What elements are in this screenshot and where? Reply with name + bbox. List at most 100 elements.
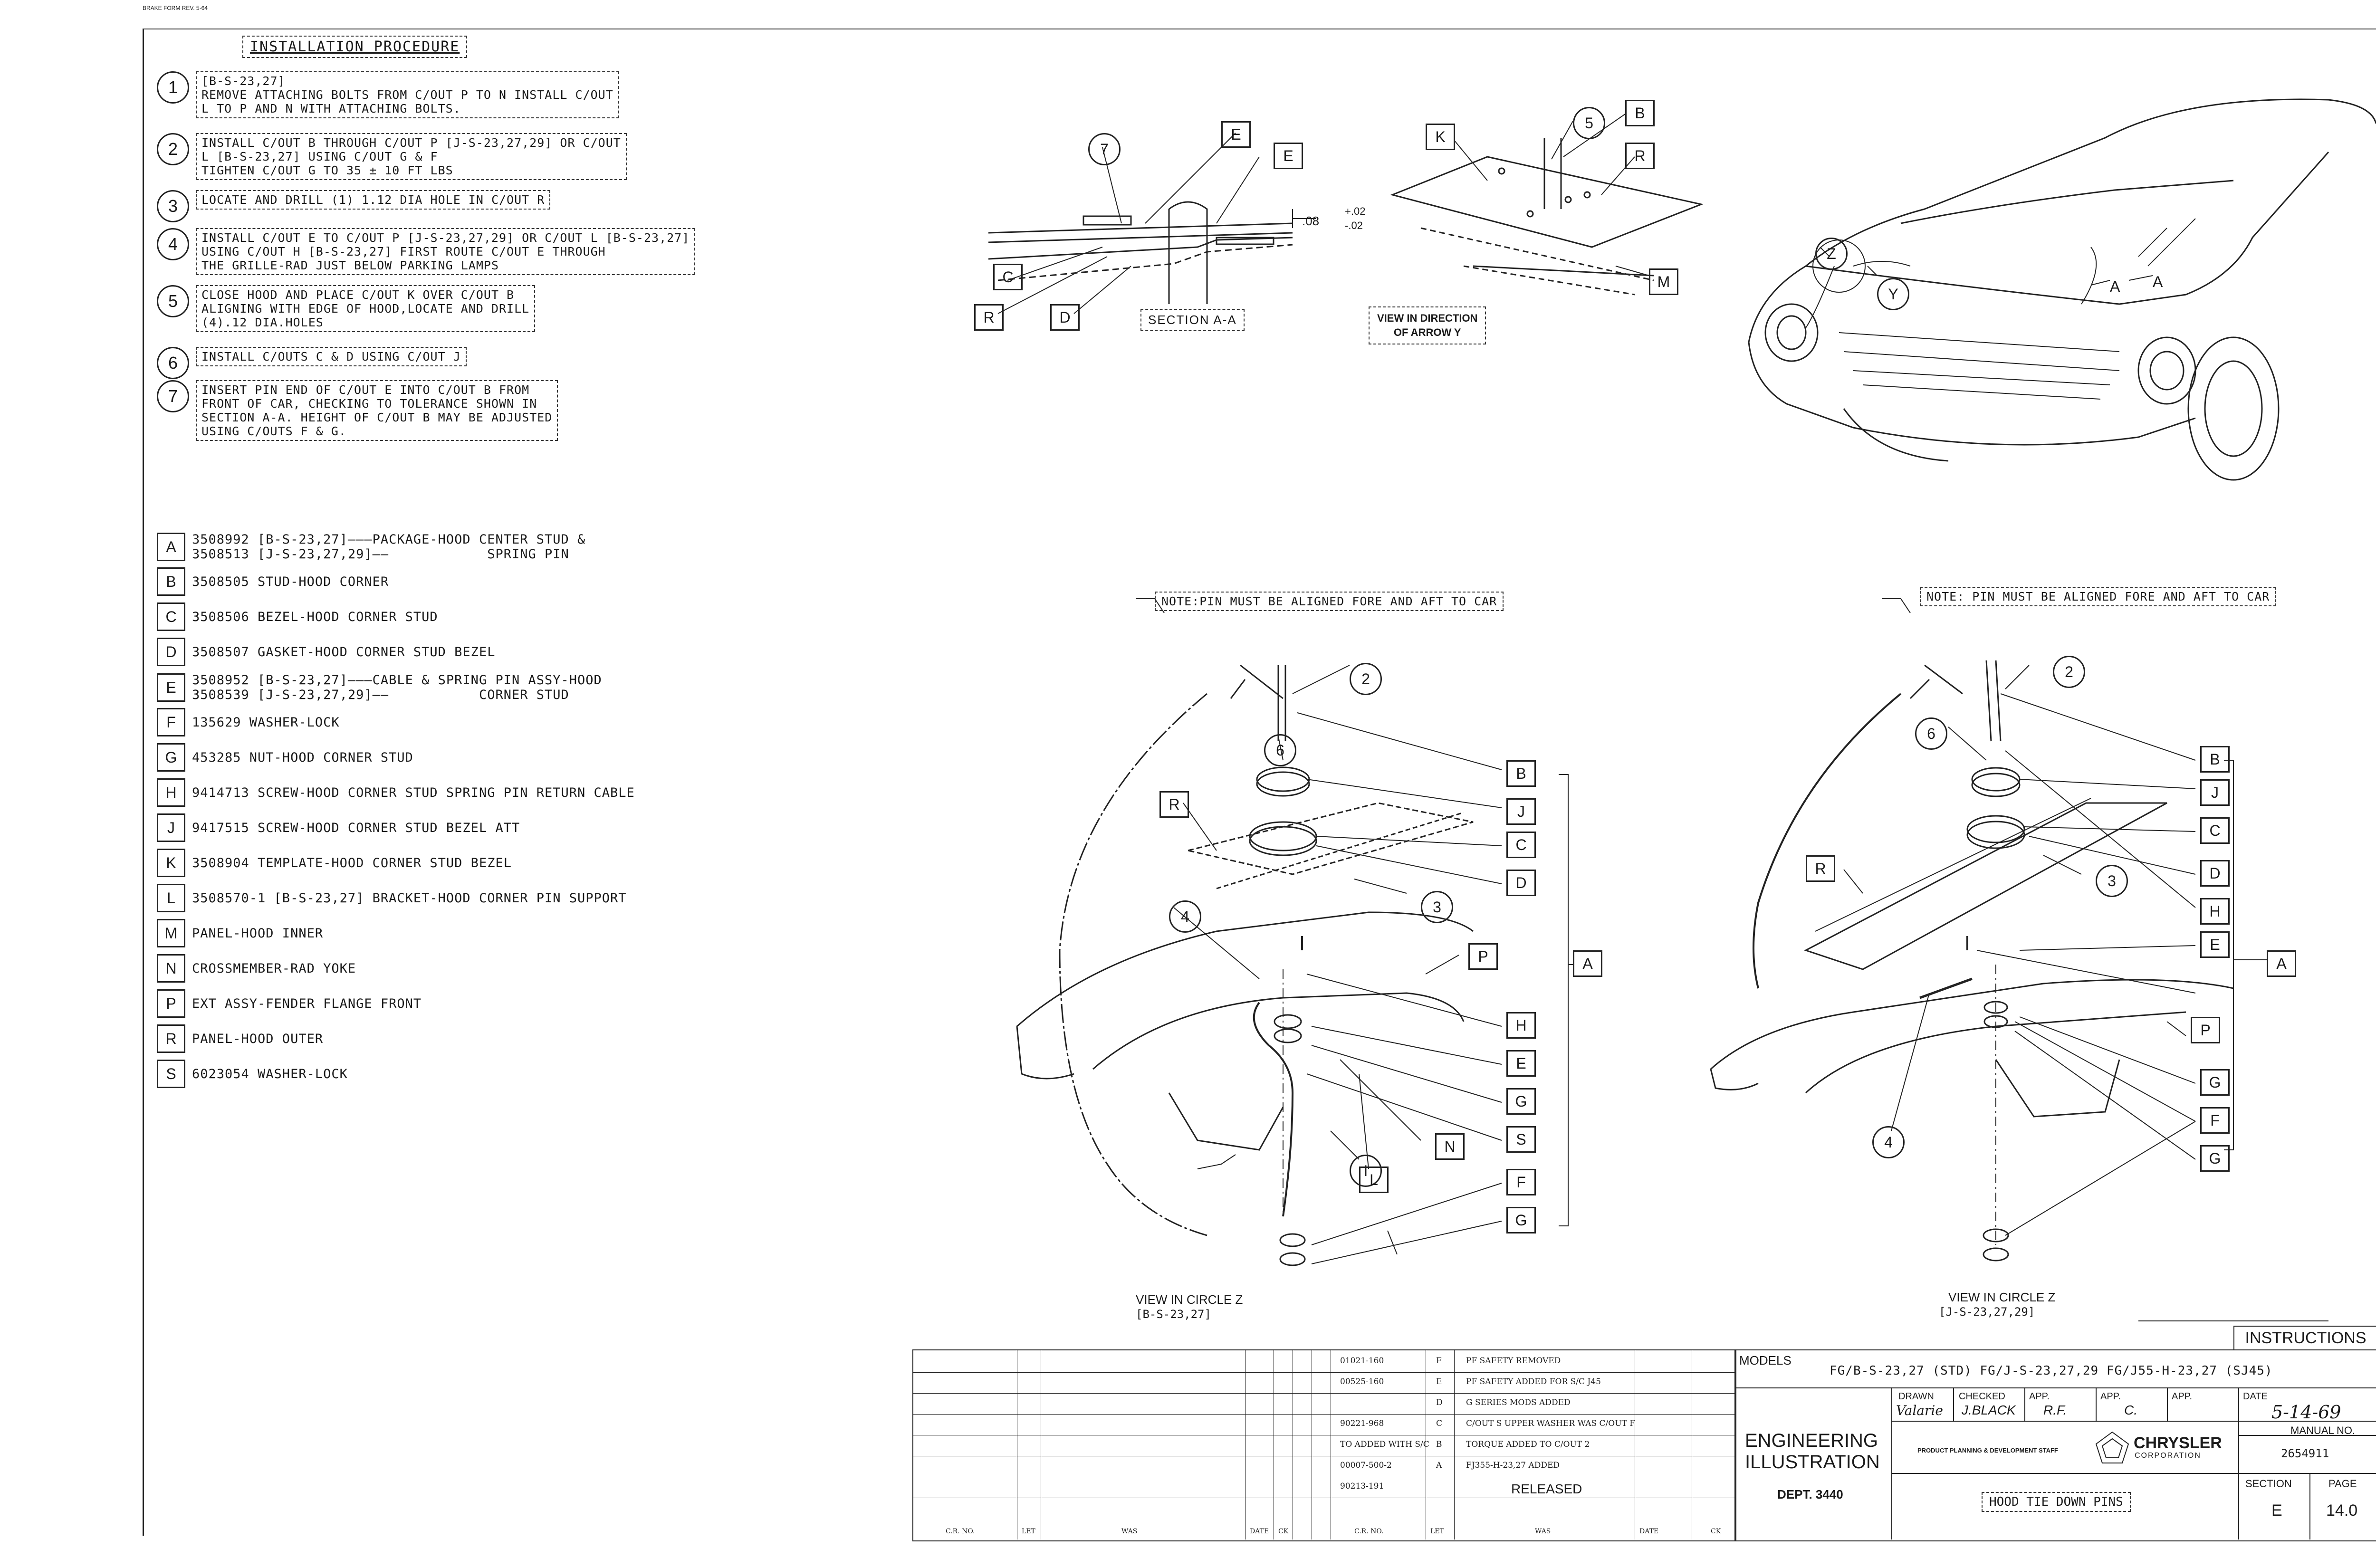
callout-r: R [1625, 143, 1655, 169]
step-text: INSERT PIN END OF C/OUT E INTO C/OUT B F… [196, 380, 558, 441]
part-code: R [157, 1024, 185, 1053]
callout-l: L [1359, 1166, 1389, 1193]
part-code: M [157, 919, 185, 947]
section-label: SECTION A-A [1140, 309, 1245, 331]
template-drawing [1390, 138, 1704, 296]
checked-label: CHECKED [1959, 1391, 2005, 1402]
revision-header: C.R. NO. [1354, 1528, 1384, 1535]
revision-header: LET [1022, 1528, 1035, 1535]
form-note: BRAKE FORM REV. 5-64 [143, 5, 208, 11]
callout-7: 7 [1088, 133, 1121, 165]
part-description: 3508904 TEMPLATE-HOOD CORNER STUD BEZEL [192, 855, 512, 870]
callout-m: M [1649, 268, 1678, 295]
callout-r: R [1806, 855, 1835, 882]
drawn-label: DRAWN [1898, 1391, 1934, 1402]
step-number: 6 [157, 347, 189, 379]
circle-view-right: VIEW IN CIRCLE Z [1948, 1290, 2056, 1304]
callout-a: A [2110, 278, 2120, 295]
callout-b: B [2200, 746, 2230, 773]
callout-d: D [2200, 860, 2230, 887]
callout-3: 3 [1421, 891, 1453, 923]
circle-view-left-models: [B-S-23,27] [1136, 1308, 1211, 1321]
callout-b: B [1506, 760, 1536, 787]
callout-5: 5 [1573, 107, 1605, 139]
note-right: NOTE: PIN MUST BE ALIGNED FORE AND AFT T… [1920, 587, 2277, 606]
part-row: M PANEL-HOOD INNER [157, 919, 323, 947]
part-code: J [157, 813, 185, 842]
part-description: PANEL-HOOD OUTER [192, 1031, 324, 1046]
revision-letter: D [1436, 1398, 1443, 1407]
checked-by: J.BLACK [1962, 1403, 2016, 1417]
step-text: CLOSE HOOD AND PLACE C/OUT K OVER C/OUT … [196, 285, 536, 332]
section-label-tb: SECTION [2245, 1478, 2292, 1490]
callout-g: G [1506, 1207, 1536, 1233]
part-description: 135629 WASHER-LOCK [192, 715, 340, 730]
part-row: K 3508904 TEMPLATE-HOOD CORNER STUD BEZEL [157, 849, 512, 877]
step-number: 2 [157, 133, 189, 165]
part-code: N [157, 954, 185, 983]
note-left: NOTE:PIN MUST BE ALIGNED FORE AND AFT TO… [1155, 592, 1504, 611]
callout-g: G [1506, 1088, 1536, 1115]
callout-r: R [974, 304, 1004, 331]
revision-letter: F [1436, 1356, 1442, 1366]
step-number: 1 [157, 71, 189, 104]
callout-h: H [2200, 898, 2230, 925]
revision-header: CK [1711, 1528, 1721, 1535]
revision-letter: A [1436, 1461, 1442, 1470]
callout-p: P [2191, 1017, 2220, 1043]
callout-n: N [1435, 1133, 1465, 1160]
step-number: 4 [157, 228, 189, 260]
callout-6: 6 [1915, 717, 1947, 750]
callout-a: A [2267, 950, 2296, 977]
part-code: S [157, 1060, 185, 1088]
step-text: INSTALL C/OUT E TO C/OUT P [J-S-23,27,29… [196, 228, 696, 275]
procedure-title: INSTALLATION PROCEDURE [242, 36, 468, 58]
arrow-view-label: VIEW IN DIRECTION OF ARROW Y [1369, 306, 1486, 344]
section-a-a-drawing [988, 201, 1316, 304]
step-text: LOCATE AND DRILL (1) 1.12 DIA HOLE IN C/… [196, 190, 551, 210]
revision-cr: TO ADDED WITH S/C [1340, 1440, 1429, 1449]
company-name: CHRYSLER [2134, 1434, 2222, 1452]
callout-6: 6 [1264, 734, 1296, 766]
circle-view-left: VIEW IN CIRCLE Z [1136, 1292, 1243, 1307]
revision-header: DATE [1250, 1528, 1269, 1535]
staff-label: PRODUCT PLANNING & DEVELOPMENT STAFF [1917, 1447, 2058, 1454]
step-text: [B-S-23,27] REMOVE ATTACHING BOLTS FROM … [196, 71, 619, 118]
models-value: FG/B-S-23,27 (STD) FG/J-S-23,27,29 FG/J5… [1830, 1364, 2273, 1378]
part-code: K [157, 849, 185, 877]
part-code: C [157, 602, 185, 631]
part-description: PANEL-HOOD INNER [192, 926, 324, 941]
app-label-2: APP. [2100, 1391, 2121, 1402]
dept-number: DEPT. 3440 [1777, 1487, 1843, 1501]
callout-4: 4 [1872, 1126, 1905, 1158]
manual-label: MANUAL NO. [2290, 1425, 2356, 1436]
part-code: B [157, 567, 185, 596]
dept-title-1: ENGINEERING [1745, 1430, 1878, 1451]
part-code: G [157, 743, 185, 772]
section-value: E [2271, 1501, 2282, 1520]
tolerance-plus: +.02 [1345, 205, 1366, 217]
revision-description: FJ355-H-23,27 ADDED [1466, 1461, 1560, 1470]
date-value: 5-14-69 [2271, 1402, 2341, 1423]
revision-letter: C [1436, 1419, 1443, 1428]
revision-description: RELEASED [1511, 1482, 1582, 1496]
part-code: E [157, 673, 185, 702]
callout-p: P [1468, 943, 1498, 970]
part-code: L [157, 884, 185, 912]
callout-d: D [1506, 870, 1536, 896]
revision-cr: 90213-191 [1340, 1482, 1384, 1491]
models-label: MODELS [1739, 1353, 1792, 1367]
callout-y: Y [1877, 278, 1909, 310]
callout-g: G [2200, 1069, 2230, 1096]
app-1: R.F. [2043, 1403, 2067, 1417]
callout-k: K [1426, 124, 1455, 150]
tolerance-minus: -.02 [1345, 220, 1363, 231]
